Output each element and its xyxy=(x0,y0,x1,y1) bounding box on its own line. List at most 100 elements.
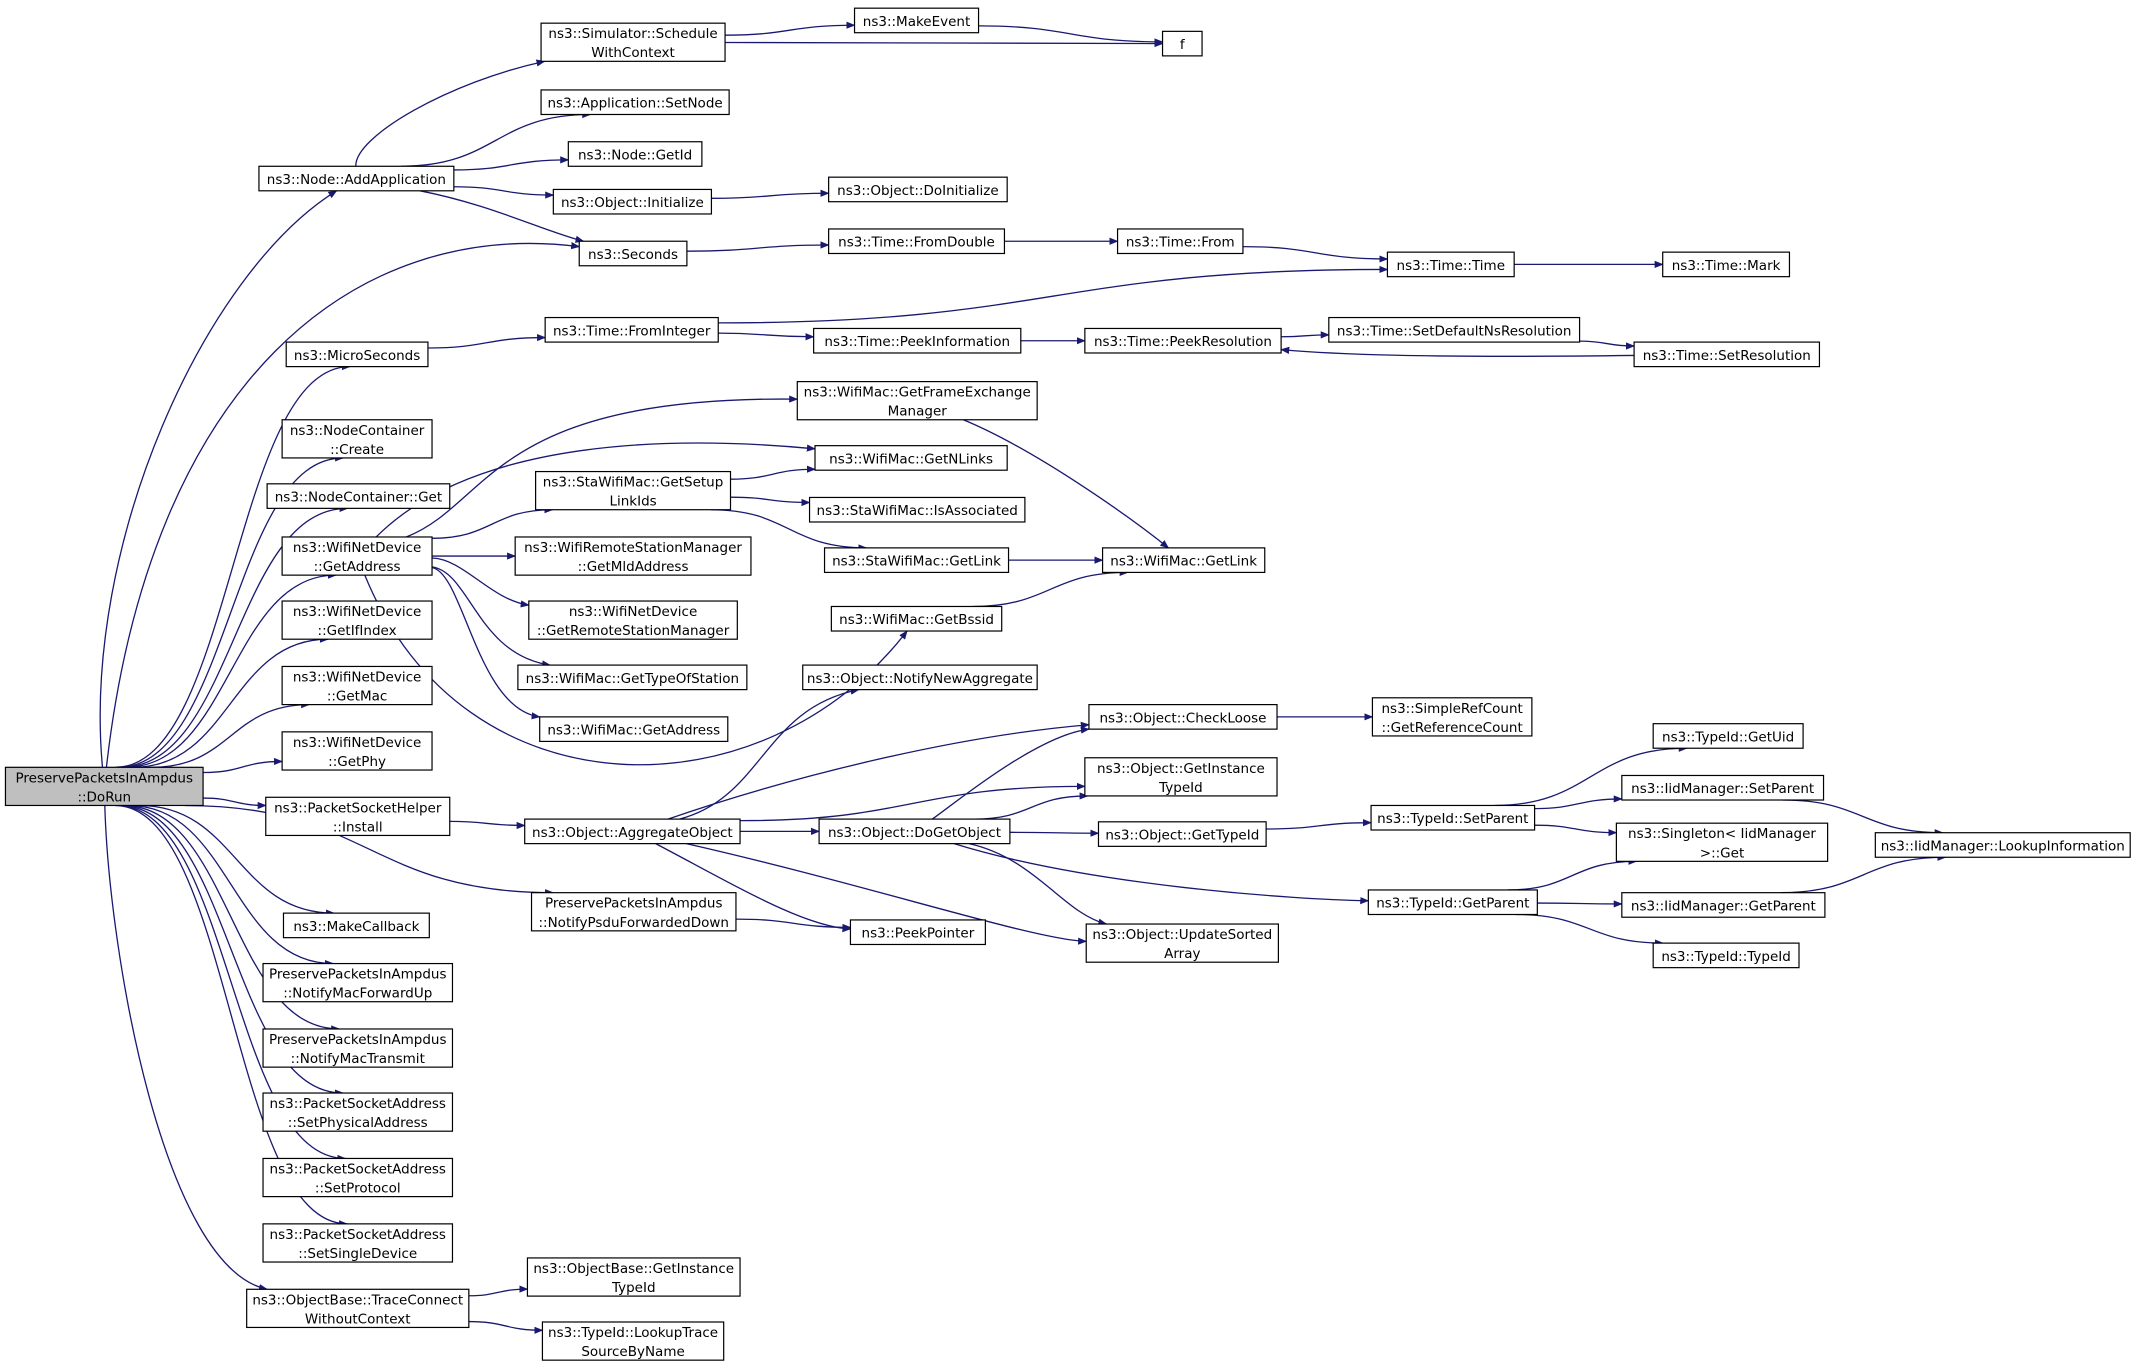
node-box[interactable] xyxy=(1088,704,1278,730)
node-setdefns[interactable]: ns3::Time::SetDefaultNsResolution xyxy=(1328,316,1581,343)
node-box[interactable] xyxy=(4,766,204,807)
node-getifindex[interactable]: ns3::WifiNetDevice::GetIfIndex xyxy=(281,600,433,640)
node-dorun[interactable]: PreservePacketsInAmpdus::DoRun xyxy=(4,766,204,807)
node-box[interactable] xyxy=(262,1028,454,1068)
node-peekptr[interactable]: ns3::PeekPointer xyxy=(849,919,986,946)
node-box[interactable] xyxy=(282,912,430,939)
node-box[interactable] xyxy=(262,962,454,1003)
node-box[interactable] xyxy=(524,818,741,845)
node-getmld[interactable]: ns3::WifiRemoteStationManager::GetMldAdd… xyxy=(514,536,752,576)
node-box[interactable] xyxy=(1652,723,1804,749)
node-box[interactable] xyxy=(1085,923,1279,963)
node-tidgetparent[interactable]: ns3::TypeId::GetParent xyxy=(1367,889,1538,916)
node-getnlinks[interactable]: ns3::WifiMac::GetNLinks xyxy=(814,445,1008,471)
node-box[interactable] xyxy=(808,496,1026,523)
node-box[interactable] xyxy=(818,818,1011,845)
node-notifynewagg[interactable]: ns3::Object::NotifyNewAggregate xyxy=(802,664,1038,691)
node-seconds[interactable]: ns3::Seconds xyxy=(578,240,688,267)
node-timefrom[interactable]: ns3::Time::From xyxy=(1116,228,1244,255)
node-box[interactable] xyxy=(1621,774,1825,801)
node-box[interactable] xyxy=(828,228,1006,255)
node-box[interactable] xyxy=(1370,804,1536,831)
node-box[interactable] xyxy=(849,919,986,946)
node-box[interactable] xyxy=(1662,251,1791,278)
node-addapp[interactable]: ns3::Node::AddApplication xyxy=(258,165,455,192)
node-box[interactable] xyxy=(262,1157,454,1198)
node-box[interactable] xyxy=(281,600,433,640)
node-box[interactable] xyxy=(535,470,732,511)
node-box[interactable] xyxy=(281,665,433,706)
node-box[interactable] xyxy=(1652,942,1800,969)
node-setproto[interactable]: ns3::PacketSocketAddress::SetProtocol xyxy=(262,1157,454,1198)
node-nccreate[interactable]: ns3::NodeContainer::Create xyxy=(281,419,433,459)
node-box[interactable] xyxy=(1371,697,1533,737)
node-box[interactable] xyxy=(541,1321,725,1361)
node-box[interactable] xyxy=(281,419,433,459)
node-aggobj[interactable]: ns3::Object::AggregateObject xyxy=(524,818,741,845)
node-box[interactable] xyxy=(828,176,1008,203)
node-iidgetparent[interactable]: ns3::IidManager::GetParent xyxy=(1621,892,1826,918)
node-box[interactable] xyxy=(1116,228,1244,255)
node-traceconn[interactable]: ns3::ObjectBase::TraceConnectWithoutCont… xyxy=(246,1288,470,1329)
node-box[interactable] xyxy=(1633,341,1821,368)
node-getbssid[interactable]: ns3::WifiMac::GetBssid xyxy=(830,605,1003,632)
node-objdoinit[interactable]: ns3::Object::DoInitialize xyxy=(828,176,1008,203)
node-box[interactable] xyxy=(567,141,703,167)
node-box[interactable] xyxy=(262,1092,454,1132)
node-box[interactable] xyxy=(246,1288,470,1329)
node-box[interactable] xyxy=(258,165,455,192)
node-tidsetparent[interactable]: ns3::TypeId::SetParent xyxy=(1370,804,1536,831)
node-box[interactable] xyxy=(830,605,1003,632)
node-box[interactable] xyxy=(1367,889,1538,916)
node-box[interactable] xyxy=(853,7,980,34)
node-box[interactable] xyxy=(530,892,737,932)
node-isassoc[interactable]: ns3::StaWifiMac::IsAssociated xyxy=(808,496,1026,523)
node-box[interactable] xyxy=(262,1223,454,1263)
node-tidtypeid[interactable]: ns3::TypeId::TypeId xyxy=(1652,942,1800,969)
node-objgettid[interactable]: ns3::Object::GetTypeId xyxy=(1097,821,1267,847)
node-timemark[interactable]: ns3::Time::Mark xyxy=(1662,251,1791,278)
node-notifymactx[interactable]: PreservePacketsInAmpdus::NotifyMacTransm… xyxy=(262,1028,454,1068)
node-objinit[interactable]: ns3::Object::Initialize xyxy=(552,188,713,215)
node-iidsetparent[interactable]: ns3::IidManager::SetParent xyxy=(1621,774,1825,801)
node-wmgetaddr[interactable]: ns3::WifiMac::GetAddress xyxy=(539,716,729,743)
node-box[interactable] xyxy=(813,327,1022,354)
node-peekinfo[interactable]: ns3::Time::PeekInformation xyxy=(813,327,1022,354)
node-getmac[interactable]: ns3::WifiNetDevice::GetMac xyxy=(281,665,433,706)
node-box[interactable] xyxy=(1161,30,1203,57)
node-checkloose[interactable]: ns3::Object::CheckLoose xyxy=(1088,704,1278,730)
node-box[interactable] xyxy=(802,664,1038,691)
node-lookupinfo[interactable]: ns3::IidManager::LookupInformation xyxy=(1874,832,2131,858)
node-makecb[interactable]: ns3::MakeCallback xyxy=(282,912,430,939)
node-psinstall[interactable]: ns3::PacketSocketHelper::Install xyxy=(265,796,451,837)
node-wmgetlink[interactable]: ns3::WifiMac::GetLink xyxy=(1101,547,1266,574)
node-box[interactable] xyxy=(514,536,752,576)
node-box[interactable] xyxy=(540,89,730,116)
node-fromdouble[interactable]: ns3::Time::FromDouble xyxy=(828,228,1006,255)
node-notifypsdu[interactable]: PreservePacketsInAmpdus::NotifyPsduForwa… xyxy=(530,892,737,932)
node-box[interactable] xyxy=(265,796,451,837)
node-box[interactable] xyxy=(266,483,451,509)
node-box[interactable] xyxy=(1084,757,1278,797)
node-dogetobj[interactable]: ns3::Object::DoGetObject xyxy=(818,818,1011,845)
node-box[interactable] xyxy=(578,240,688,267)
node-wndgetaddr[interactable]: ns3::WifiNetDevice::GetAddress xyxy=(281,536,433,576)
node-box[interactable] xyxy=(528,600,738,640)
node-box[interactable] xyxy=(1084,327,1282,354)
node-box[interactable] xyxy=(285,341,429,368)
node-box[interactable] xyxy=(1386,251,1515,278)
node-nodegetid[interactable]: ns3::Node::GetId xyxy=(567,141,703,167)
node-setres[interactable]: ns3::Time::SetResolution xyxy=(1633,341,1821,368)
node-box[interactable] xyxy=(823,547,1010,574)
node-stagetlink[interactable]: ns3::StaWifiMac::GetLink xyxy=(823,547,1010,574)
node-box[interactable] xyxy=(544,316,719,343)
node-makeevent[interactable]: ns3::MakeEvent xyxy=(853,7,980,34)
node-box[interactable] xyxy=(281,731,433,771)
node-appsetnode[interactable]: ns3::Application::SetNode xyxy=(540,89,730,116)
node-getrsm[interactable]: ns3::WifiNetDevice::GetRemoteStationMana… xyxy=(528,600,738,640)
